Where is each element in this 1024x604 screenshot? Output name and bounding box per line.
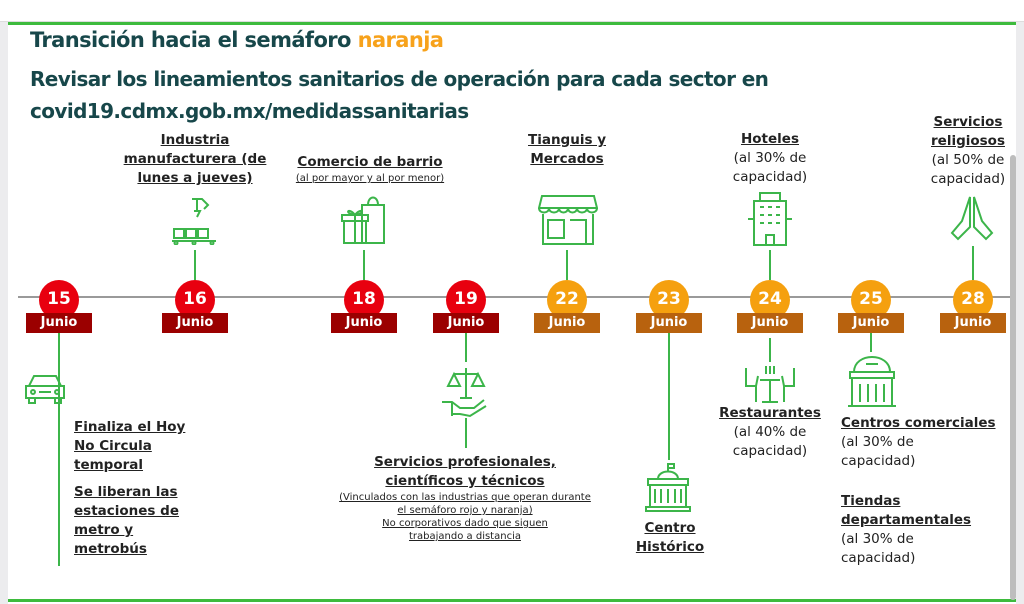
event-centro-historico: Centro Histórico xyxy=(635,520,705,555)
connector xyxy=(194,250,196,280)
factory-arm-icon xyxy=(172,198,216,245)
event-religiosos: Servicios religiosos(al 50% de capacidad… xyxy=(930,114,1006,187)
title-highlight: naranja xyxy=(357,28,444,52)
connector xyxy=(58,318,60,566)
month-label: Junio xyxy=(433,313,499,333)
scrollbar[interactable] xyxy=(1010,155,1016,600)
timeline-axis xyxy=(18,296,1010,298)
month-label: Junio xyxy=(838,313,904,333)
connector xyxy=(566,250,568,280)
month-label: Junio xyxy=(940,313,1006,333)
connector xyxy=(668,330,670,460)
event-tiendas: Tiendas departamentales(al 30% de capaci… xyxy=(841,493,972,566)
month-label: Junio xyxy=(26,313,92,333)
connector xyxy=(769,250,771,280)
month-label: Junio xyxy=(534,313,600,333)
connector xyxy=(972,246,974,280)
event-tianguis: Tianguis y Mercados xyxy=(528,132,606,167)
event-hoteles: Hoteles(al 30% de capacidad) xyxy=(732,131,808,185)
connector xyxy=(465,418,467,448)
praying-hands-icon xyxy=(950,196,994,241)
month-label: Junio xyxy=(162,313,228,333)
mall-icon xyxy=(848,356,896,407)
event-comercio: Comercio de barrio(al por mayor y al por… xyxy=(295,154,445,184)
event-restaurantes: Restaurantes(al 40% de capacidad) xyxy=(719,405,821,459)
restaurant-icon xyxy=(745,366,795,403)
month-label: Junio xyxy=(737,313,803,333)
connector xyxy=(870,330,872,352)
month-label: Junio xyxy=(636,313,702,333)
connector xyxy=(363,250,365,280)
subtitle: Revisar los lineamientos sanitarios de o… xyxy=(30,63,769,127)
url-link[interactable]: covid19.cdmx.gob.mx/medidassanitarias xyxy=(30,99,469,123)
event-centros-comerciales: Centros comerciales(al 30% de capacidad) xyxy=(841,415,996,469)
bottom-divider xyxy=(8,599,1016,602)
connector xyxy=(465,330,467,362)
month-label: Junio xyxy=(331,313,397,333)
connector xyxy=(769,338,771,362)
event-industria: Industria manufacturera (de lunes a juev… xyxy=(123,132,267,186)
shopping-gift-icon xyxy=(341,196,385,244)
page-title: Transición hacia el semáforo naranja xyxy=(30,28,444,52)
market-stall-icon xyxy=(538,195,598,245)
event-servicios-profesionales: Servicios profesionales, científicos y t… xyxy=(339,454,591,542)
scale-hand-icon xyxy=(442,368,487,418)
top-bar xyxy=(0,0,1024,22)
car-icon xyxy=(25,375,65,404)
historic-building-icon xyxy=(645,463,691,512)
hotel-icon xyxy=(748,192,792,246)
